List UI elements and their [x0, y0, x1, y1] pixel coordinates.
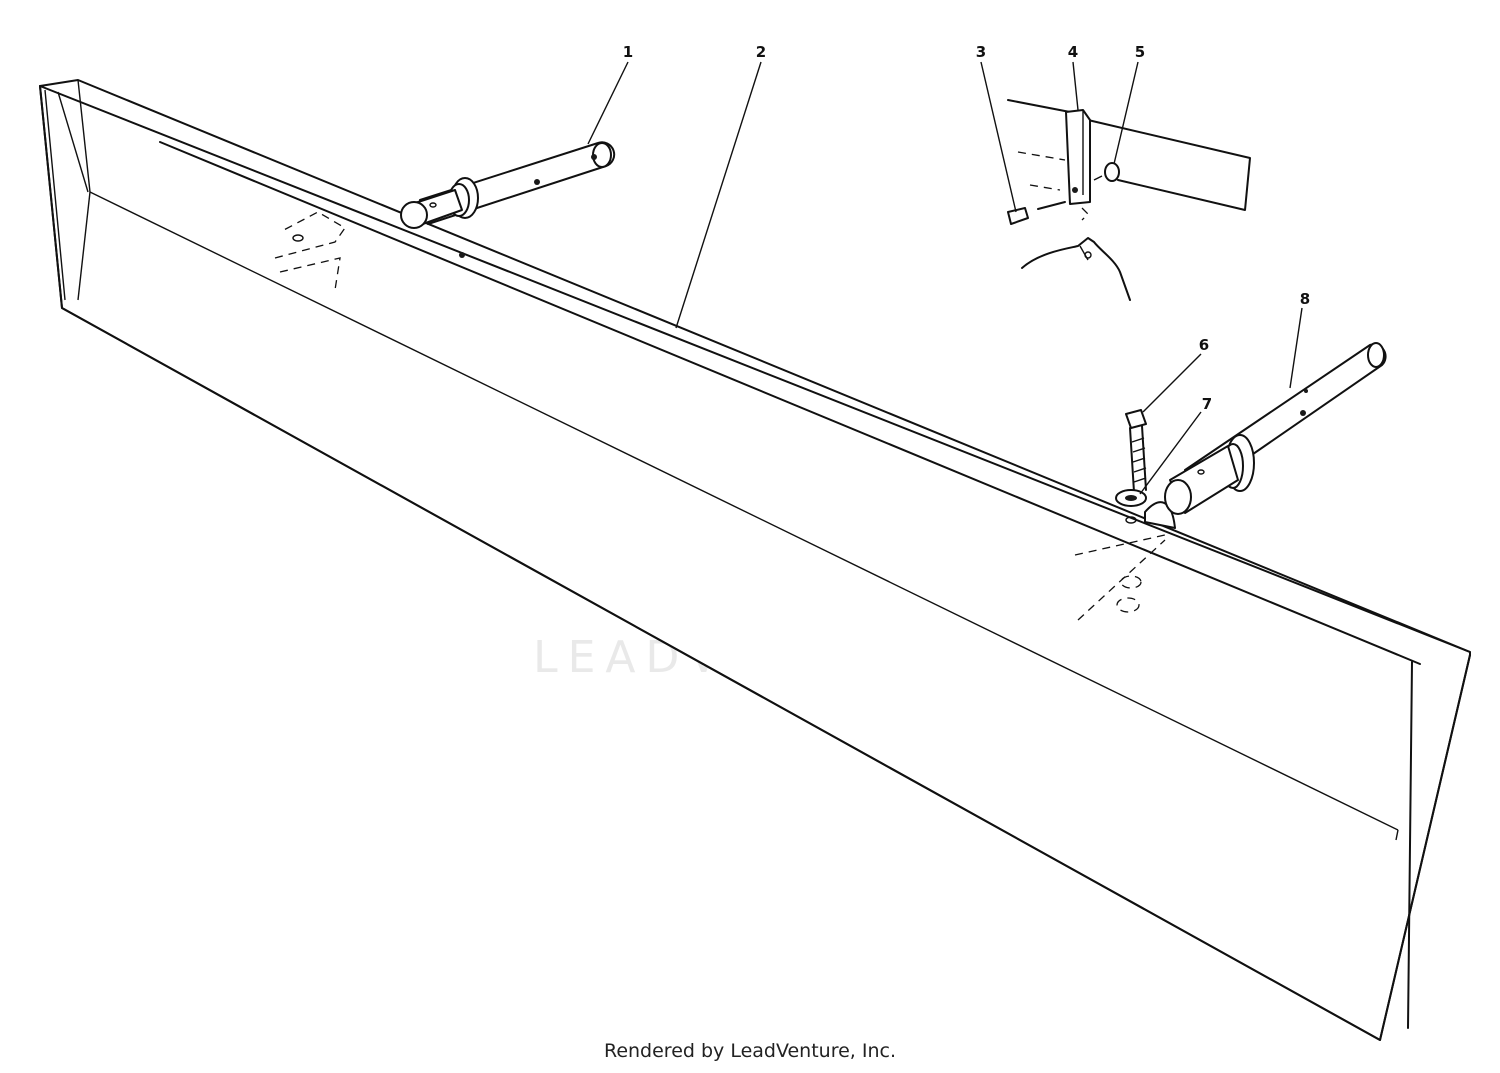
- callout-2: 2: [756, 43, 766, 61]
- callout-3: 3: [976, 43, 986, 61]
- callout-5: 5: [1135, 43, 1145, 61]
- pivot-pin-right: [1164, 342, 1387, 515]
- blade: [39, 79, 1471, 1041]
- leader-lines: [587, 61, 1303, 495]
- callout-6: 6: [1199, 336, 1209, 354]
- callout-1: 1: [623, 43, 633, 61]
- inset-bracket: [1007, 99, 1251, 301]
- pivot-pin-left: [400, 141, 616, 229]
- callout-8: 8: [1300, 290, 1310, 308]
- render-credit: Rendered by LeadVenture, Inc.: [603, 1040, 897, 1062]
- hidden-bracket-left: [274, 211, 465, 291]
- callout-4: 4: [1068, 43, 1078, 61]
- callout-7: 7: [1202, 395, 1212, 413]
